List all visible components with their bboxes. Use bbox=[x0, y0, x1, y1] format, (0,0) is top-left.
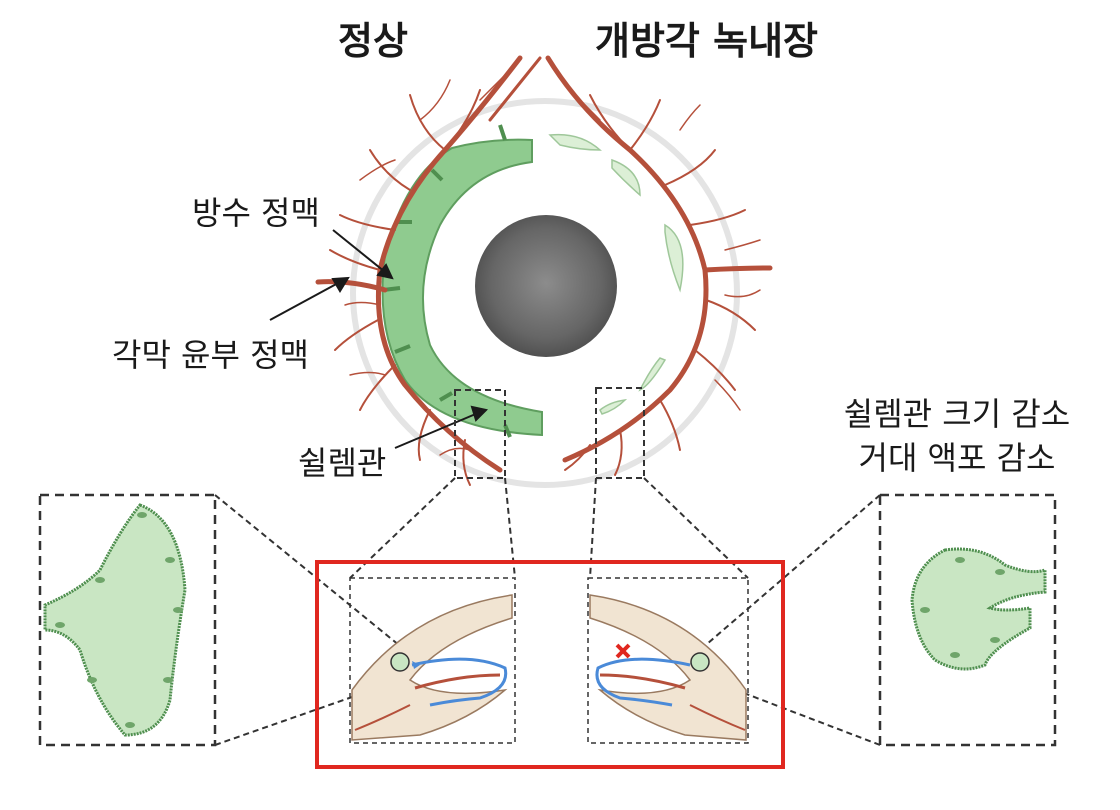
label-right-note-line2: 거대 액포 감소 bbox=[822, 436, 1092, 480]
label-limbal-vein: 각막 윤부 정맥 bbox=[112, 330, 309, 376]
label-aqueous-vein: 방수 정맥 bbox=[192, 188, 320, 234]
angle-sections bbox=[350, 578, 748, 743]
label-right-note-line1: 쉴렘관 크기 감소 bbox=[822, 392, 1092, 436]
label-normal: 정상 bbox=[338, 10, 408, 65]
label-schlemm-canal: 쉴렘관 bbox=[298, 438, 386, 484]
outflow-block-mark bbox=[617, 645, 629, 657]
pupil bbox=[475, 215, 617, 357]
label-right-note: 쉴렘관 크기 감소 거대 액포 감소 bbox=[822, 392, 1092, 480]
inset-glaucoma-canal bbox=[912, 549, 1045, 669]
label-glaucoma: 개방각 녹내장 bbox=[595, 10, 818, 65]
inset-normal-canal bbox=[45, 505, 185, 735]
